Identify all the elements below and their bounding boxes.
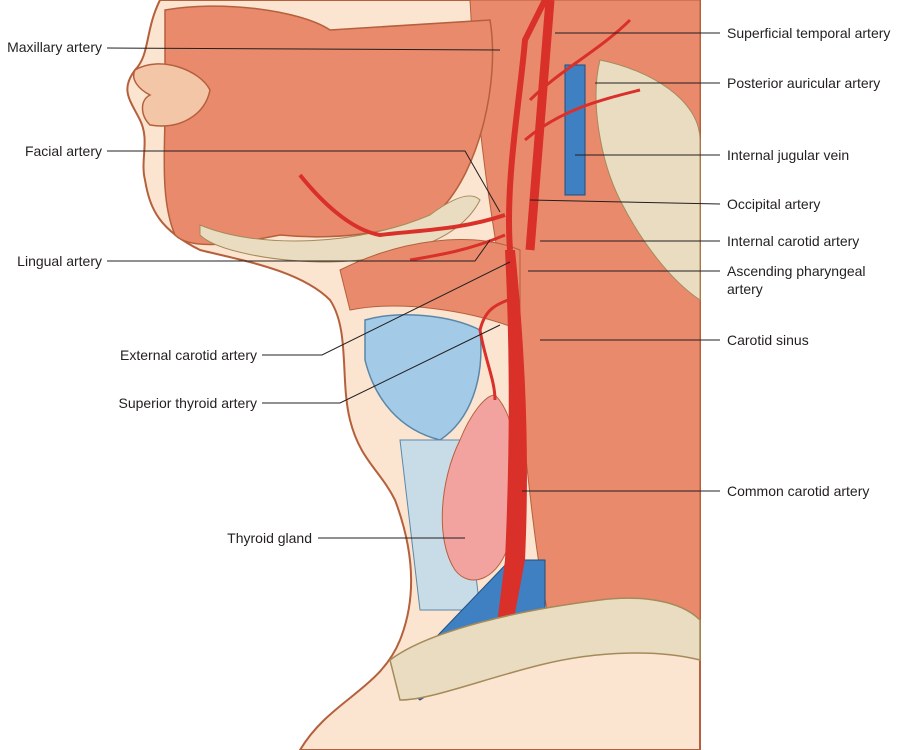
lingual-artery-vessel [409, 233, 506, 262]
clavicle [389, 597, 701, 701]
lips [133, 63, 211, 127]
superior-thyroid-artery-vessel [478, 298, 509, 401]
leader-lingual [107, 239, 491, 262]
common-carotid-artery [495, 250, 527, 640]
label-ascending-pharyngeal-line1: Ascending pharyngeal [727, 263, 866, 279]
internal-carotid-artery [525, 0, 555, 251]
leader-facial [107, 150, 501, 213]
thyroid-cartilage [364, 314, 482, 441]
leader-maxillary [106, 47, 501, 51]
leader-occipital [529, 199, 721, 205]
label-posterior-auricular-artery: Posterior auricular artery [727, 75, 881, 91]
cervical-vertebrae [595, 59, 701, 301]
label-superficial-temporal-artery: Superficial temporal artery [727, 25, 891, 41]
label-occipital-artery: Occipital artery [727, 196, 821, 212]
label-facial-artery: Facial artery [24, 143, 102, 159]
label-thyroid-gland: Thyroid gland [227, 530, 312, 546]
internal-jugular-vein [564, 64, 586, 196]
label-internal-carotid-artery: Internal carotid artery [727, 233, 860, 249]
leader-external-carotid [262, 261, 511, 356]
external-carotid-artery [505, 0, 548, 251]
label-maxillary-artery: Maxillary artery [7, 39, 102, 55]
posterior-auricular-vessel [528, 18, 632, 102]
leader-lines [106, 32, 721, 539]
leader-superior-thyroid [262, 324, 501, 404]
occipital-artery-vessel [524, 88, 641, 142]
label-ascending-pharyngeal-line2: artery [727, 281, 763, 297]
label-superior-thyroid-artery: Superior thyroid artery [118, 395, 257, 411]
label-external-carotid-artery: External carotid artery [120, 347, 257, 363]
label-carotid-sinus: Carotid sinus [727, 332, 809, 348]
label-common-carotid-artery: Common carotid artery [727, 483, 870, 499]
label-lingual-artery: Lingual artery [17, 253, 102, 269]
label-internal-jugular-vein: Internal jugular vein [727, 147, 850, 163]
facial-artery-vessel [298, 173, 506, 238]
